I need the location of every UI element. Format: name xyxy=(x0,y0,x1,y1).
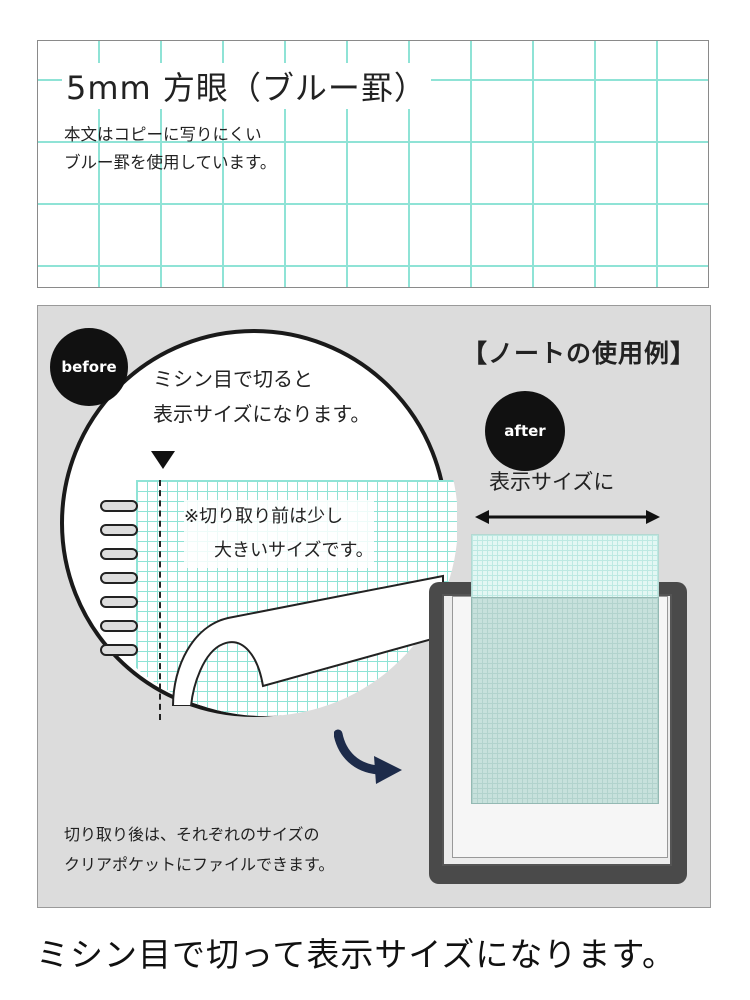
before-note: ※切り取り前は少し 大きいサイズです。 xyxy=(184,500,374,568)
grid-sample-description: 本文はコピーに写りにくい ブルー罫を使用しています。 xyxy=(64,121,276,177)
spiral-ring xyxy=(100,548,138,560)
spiral-ring xyxy=(100,596,138,608)
before-note-line-1: ※切り取り前は少し xyxy=(184,506,344,527)
spiral-ring xyxy=(100,644,138,656)
usage-example-title: 【ノートの使用例】 xyxy=(461,339,696,368)
cut-sheet-in-pocket xyxy=(471,597,659,804)
before-badge: before xyxy=(50,328,128,406)
file-explanation: 切り取り後は、それぞれのサイズの クリアポケットにファイルできます。 xyxy=(64,820,334,880)
perforation-line-1: ミシン目で切ると xyxy=(153,367,313,391)
file-line-1: 切り取り後は、それぞれのサイズの xyxy=(64,825,320,844)
spiral-ring xyxy=(100,524,138,536)
after-badge: after xyxy=(485,391,565,471)
before-note-line-2: 大きいサイズです。 xyxy=(214,540,374,561)
grid-sample-panel: 5mm 方眼（ブルー罫） 本文はコピーに写りにくい ブルー罫を使用しています。 xyxy=(37,40,709,288)
perforation-explanation: ミシン目で切ると 表示サイズになります。 xyxy=(153,362,370,432)
grid-desc-line-1: 本文はコピーに写りにくい xyxy=(64,125,262,144)
width-arrow-icon xyxy=(475,510,660,524)
page-curl-illustration xyxy=(171,574,444,706)
spiral-ring xyxy=(100,572,138,584)
file-line-2: クリアポケットにファイルできます。 xyxy=(64,855,335,874)
display-size-label: 表示サイズに xyxy=(489,470,615,494)
perforation-marker-icon xyxy=(151,451,175,469)
perforation-line xyxy=(159,480,161,720)
spiral-ring xyxy=(100,620,138,632)
perforation-line-2: 表示サイズになります。 xyxy=(153,402,371,426)
grid-sample-title: 5mm 方眼（ブルー罫） xyxy=(62,63,431,109)
grid-desc-line-2: ブルー罫を使用しています。 xyxy=(64,153,277,172)
curved-arrow-icon xyxy=(334,729,402,784)
usage-example-panel: 【ノートの使用例】 ※切り取り前は少し 大きいサイズです。 ミシン目で切ると 表… xyxy=(37,305,711,908)
spiral-ring xyxy=(100,500,138,512)
bottom-caption: ミシン目で切って表示サイズになります。 xyxy=(36,935,677,974)
cut-sheet-top xyxy=(471,534,659,598)
